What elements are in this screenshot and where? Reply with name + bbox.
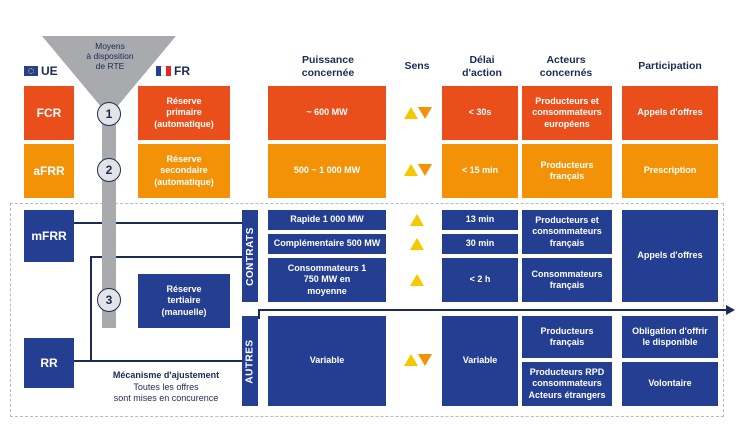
connector-mfrr-horizontal [74,222,242,224]
fcr-acteurs: Producteurs et consommateurs européens [522,86,612,140]
mecanisme-title: Mécanisme d'ajustement [112,370,220,380]
autres-participation-2: Volontaire [622,362,718,406]
connector-rr-vertical [90,256,92,361]
funnel-shape [42,36,176,328]
mecanisme-text: Mécanisme d'ajustement Toutes les offres… [92,370,240,405]
group-contrats-label: CONTRATS [244,226,256,286]
arrow-up-icon [404,164,418,176]
arrow-down-icon [418,164,432,176]
autres-delai: Variable [442,316,518,406]
mecanisme-line: Toutes les offres [133,381,199,392]
connector-autres-vertical [258,309,260,319]
header-acteurs: Acteurs concernés [539,54,593,79]
product-afrr: aFRR [24,144,74,198]
afrr-participation: Prescription [622,144,718,198]
group-autres-label: AUTRES [244,338,256,384]
header-puissance: Puissance concernée [301,54,355,79]
fr-flag-icon [156,66,171,76]
product-mfrr: mFRR [24,210,74,262]
arrow-up-icon [410,214,424,226]
autres-participation-1: Obligation d'offrir le disponible [622,316,718,358]
consommateurs-acteurs: Consommateurs français [522,258,612,302]
timeline-arrow-line [258,309,728,311]
arrow-up-icon [404,354,418,366]
mfrr-participation: Appels d'offres [622,210,718,302]
rapide-delai: 13 min [442,210,518,230]
autres-puissance: Variable [268,316,386,406]
reserve-tertiaire: Réserve tertiaire (manuelle) [138,274,230,328]
funnel-label-line: Moyens [95,41,125,51]
arrow-right-icon [726,305,735,315]
funnel-label-line: de RTE [95,60,125,71]
complementaire-delai: 30 min [442,234,518,254]
rapide-acteurs: Producteurs et consommateurs français [522,210,612,254]
fcr-puissance: ~ 600 MW [268,86,386,140]
fcr-delai: < 30s [442,86,518,140]
arrow-up-icon [410,238,424,250]
consommateurs-delai: < 2 h [442,258,518,302]
rapide-puissance: Rapide 1 000 MW [268,210,386,230]
header-sens: Sens [404,60,430,72]
group-autres: AUTRES [242,316,258,406]
reserve-primaire: Réserve primaire (automatique) [138,86,230,140]
afrr-puissance: 500 ~ 1 000 MW [268,144,386,198]
arrow-up-icon [404,107,418,119]
autres-acteurs-1: Producteurs français [522,316,612,358]
arrow-down-icon [418,354,432,366]
product-rr: RR [24,338,74,388]
step-1-circle: 1 [97,102,121,126]
header-delai: Délai d'action [462,54,502,79]
arrow-down-icon [418,107,432,119]
mecanisme-line: sont mises en concurence [113,393,219,404]
fr-label: FR [174,64,190,78]
complementaire-puissance: Complémentaire 500 MW [268,234,386,254]
connector-contrats-horizontal [90,256,242,258]
eu-flag-icon [24,66,38,76]
eu-label: UE [41,64,58,78]
step-2-circle: 2 [97,158,121,182]
header-participation: Participation [638,60,702,72]
afrr-acteurs: Producteurs français [522,144,612,198]
funnel-label-line: à disposition [86,50,134,61]
step-3-circle: 3 [97,288,121,312]
fcr-participation: Appels d'offres [622,86,718,140]
consommateurs-puissance: Consommateurs 1 750 MW en moyenne [268,258,386,302]
autres-acteurs-2: Producteurs RPD consommateurs Acteurs ét… [522,362,612,406]
funnel-label: Moyens à disposition de RTE [75,41,145,71]
group-contrats: CONTRATS [242,210,258,302]
connector-rr-horizontal [74,360,242,362]
product-fcr: FCR [24,86,74,140]
afrr-delai: < 15 min [442,144,518,198]
arrow-up-icon [410,274,424,286]
reserve-secondaire: Réserve secondaire (automatique) [138,144,230,198]
